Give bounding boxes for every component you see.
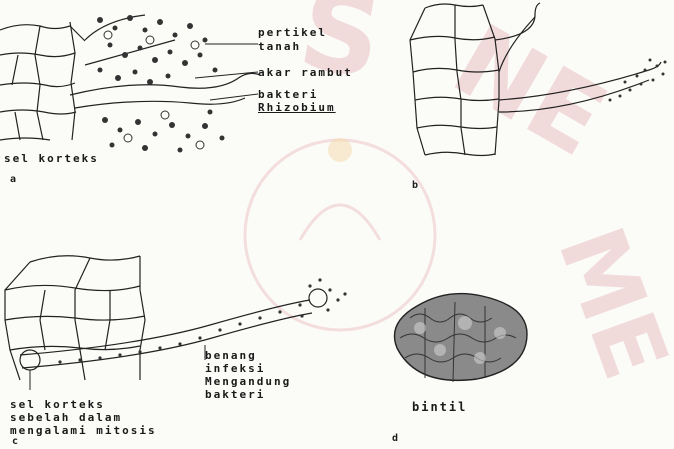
label-sel-korteks-a: sel korteks [4, 152, 99, 165]
label-mengandung: Mengandung [205, 375, 291, 388]
label-rhizobium: Rhizobium [258, 101, 336, 114]
label-akar-rambut: akar rambut [258, 66, 353, 79]
label-bintil: bintil [412, 401, 467, 414]
label-benang: benang [205, 349, 257, 362]
label-mengalami-mitosis: mengalami mitosis [10, 424, 157, 437]
caption-c: c [12, 436, 18, 447]
caption-b: b [412, 180, 418, 191]
label-bakteri-a: bakteri [258, 88, 318, 101]
panel-d-drawing [385, 288, 535, 388]
label-tanah: tanah [258, 40, 301, 53]
label-infeksi: infeksi [205, 362, 265, 375]
label-sebelah-dalam: sebelah dalam [10, 411, 122, 424]
label-sel-korteks-c: sel korteks [10, 398, 105, 411]
panel-c-drawing [0, 250, 360, 400]
caption-a: a [10, 174, 16, 185]
panel-b-drawing [405, 0, 674, 170]
label-bakteri-c: bakteri [205, 388, 265, 401]
panel-a-drawing [0, 0, 260, 160]
watermark-text-me: ME [537, 214, 674, 392]
label-partikel: pertikel [258, 26, 327, 39]
caption-d: d [392, 433, 398, 444]
